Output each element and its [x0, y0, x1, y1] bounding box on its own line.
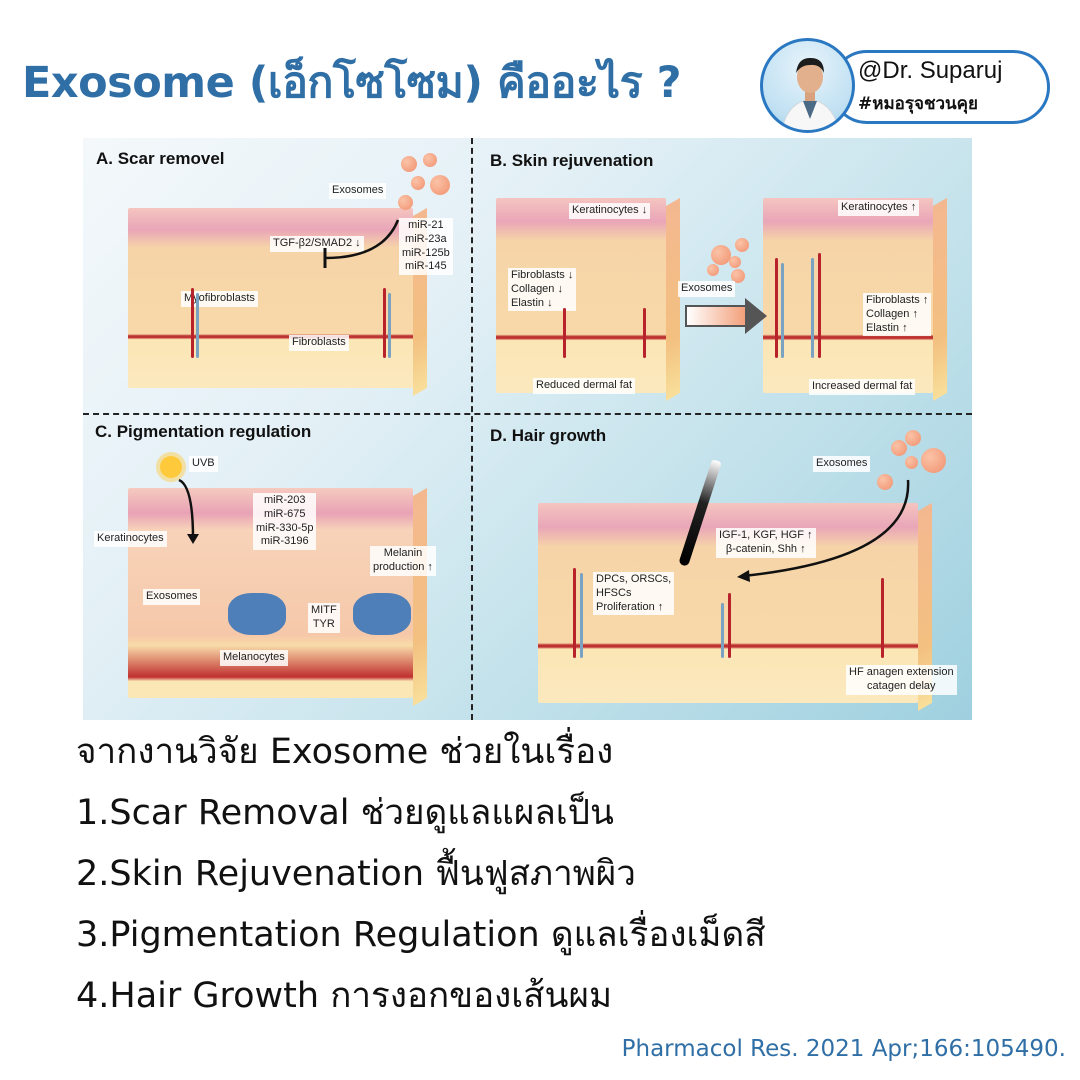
blood-vessel: [881, 578, 884, 658]
blood-vessel: [643, 308, 646, 358]
label-exosomes-d: Exosomes: [813, 456, 871, 472]
avatar: [760, 38, 855, 133]
lymph-vessel: [580, 573, 583, 658]
exosome-icon: [729, 256, 741, 268]
exosome-icon: [711, 245, 731, 265]
author-badge: @Dr. Suparuj #หมอรุจชวนคุย: [760, 38, 1060, 133]
label-proliferation: DPCs, ORSCs, HFSCs Proliferation ↑: [593, 572, 675, 616]
exosome-icon: [731, 269, 745, 283]
blood-vessel: [818, 253, 821, 358]
summary-text: จากงานวิจัย Exosome ช่วยในเรื่อง 1.Scar …: [76, 722, 766, 1027]
exosome-icon: [905, 456, 918, 469]
lymph-vessel: [811, 258, 814, 358]
label-melanocytes: Melanocytes: [220, 650, 288, 666]
markers-after: Fibroblasts ↑ Collagen ↑ Elastin ↑: [863, 293, 932, 337]
blood-vessel: [383, 288, 386, 358]
lymph-vessel: [781, 263, 784, 358]
label-hf-anagen: HF anagen extension catagen delay: [846, 665, 957, 695]
citation: Pharmacol Res. 2021 Apr;166:105490.: [621, 1036, 1066, 1062]
blood-vessel: [573, 568, 576, 658]
summary-item: 1.Scar Removal ช่วยดูแลแผลเป็น: [76, 793, 614, 833]
label-exosomes-a: Exosomes: [329, 183, 387, 199]
mirna-list-a: miR-21 miR-23a miR-125b miR-145: [399, 218, 453, 275]
summary-item: 2.Skin Rejuvenation ฟื้นฟูสภาพผิว: [76, 854, 636, 894]
author-handle: @Dr. Suparuj: [858, 57, 1003, 84]
exosome-icon: [877, 474, 893, 490]
blood-vessel: [563, 308, 566, 358]
label-keratinocytes-c: Keratinocytes: [94, 531, 167, 547]
arrow-right-icon: [685, 298, 767, 334]
label-mitf-tyr: MITF TYR: [308, 603, 340, 633]
label-growth-factors: IGF-1, KGF, HGF ↑ β-catenin, Shh ↑: [716, 528, 816, 558]
label-exosomes-b: Exosomes: [678, 281, 736, 297]
label-fibroblasts: Fibroblasts: [289, 335, 349, 351]
label-melanin-production: Melanin production ↑: [370, 546, 436, 576]
badge-pill: [830, 50, 1050, 124]
label-uvb: UVB: [189, 456, 218, 472]
panel-a-title: A. Scar removel: [96, 149, 225, 168]
label-keratinocytes-up: Keratinocytes ↑: [838, 200, 920, 216]
exosome-icon: [411, 176, 425, 190]
uvb-arrow-icon: [178, 478, 199, 544]
exosome-icon: [735, 238, 749, 252]
doctor-portrait-icon: [781, 57, 840, 130]
sun-icon: [160, 456, 182, 478]
label-tgf-pathway: TGF-β2/SMAD2 ↓: [270, 236, 364, 252]
exosome-figure: A. Scar removel Exosomes TGF-β2/SMAD2 ↓ …: [83, 138, 972, 720]
blood-vessel: [775, 258, 778, 358]
lymph-vessel: [388, 293, 391, 358]
author-hashtag: #หมอรุจชวนคุย: [858, 94, 978, 114]
delivery-arrow-icon: [737, 479, 910, 582]
label-increased-fat: Increased dermal fat: [809, 379, 916, 395]
panel-b-title: B. Skin rejuvenation: [490, 151, 654, 170]
label-keratinocytes-down: Keratinocytes ↓: [569, 203, 651, 219]
label-reduced-fat: Reduced dermal fat: [533, 378, 635, 394]
summary-intro: จากงานวิจัย Exosome ช่วยในเรื่อง: [76, 732, 614, 772]
exosome-icon: [423, 153, 437, 167]
summary-item: 3.Pigmentation Regulation ดูแลเรื่องเม็ด…: [76, 915, 766, 955]
blood-vessel: [191, 288, 194, 358]
markers-before: Fibroblasts ↓ Collagen ↓ Elastin ↓: [508, 268, 577, 312]
melanocyte-icon: [353, 593, 411, 635]
exosome-icon: [891, 440, 907, 456]
mirna-list-c: miR-203 miR-675 miR-330-5p miR-3196: [253, 493, 317, 550]
blood-vessel: [728, 593, 731, 658]
exosome-icon: [398, 195, 413, 210]
inhibition-arrow-icon: [323, 219, 400, 268]
summary-item: 4.Hair Growth การงอกของเส้นผม: [76, 976, 613, 1016]
vertical-divider: [471, 138, 473, 720]
exosome-icon: [707, 264, 719, 276]
label-exosomes-c: Exosomes: [143, 589, 201, 605]
exosome-icon: [905, 430, 921, 446]
page-title: Exosome (เอ็กโซโซม) คืออะไร ?: [22, 58, 682, 108]
panel-d-title: D. Hair growth: [490, 426, 607, 445]
exosome-icon: [401, 156, 417, 172]
panel-c-title: C. Pigmentation regulation: [95, 422, 312, 441]
lymph-vessel: [721, 603, 724, 658]
exosome-icon: [430, 175, 450, 195]
lymph-vessel: [196, 293, 199, 358]
horizontal-divider: [83, 413, 972, 415]
exosome-icon: [921, 448, 946, 473]
label-myofibroblasts: Myofibroblasts: [181, 291, 258, 307]
melanocyte-icon: [228, 593, 286, 635]
